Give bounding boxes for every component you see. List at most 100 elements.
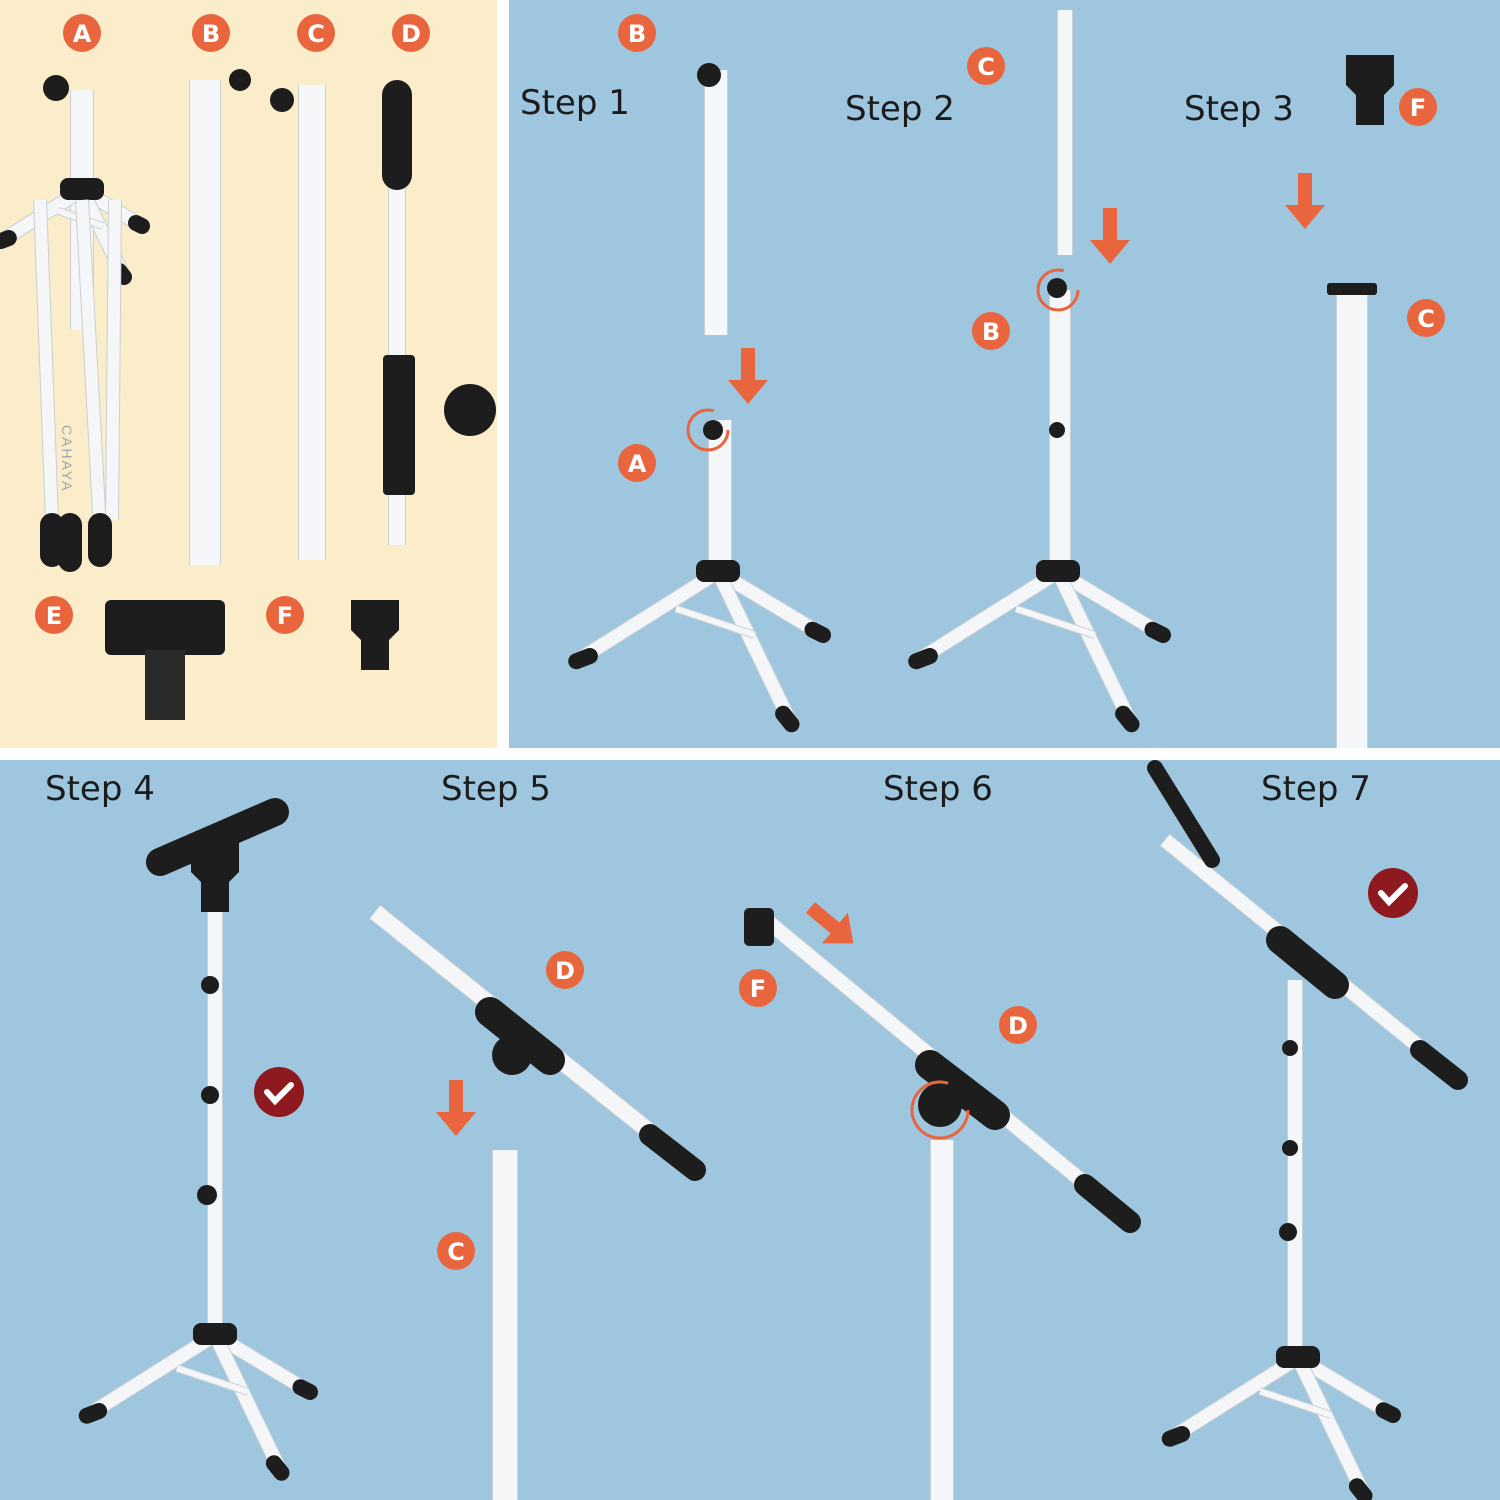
part-e-clip xyxy=(105,600,225,655)
step5-knob xyxy=(492,1035,532,1075)
part-badge-a: A xyxy=(63,14,101,52)
part-badge-d: D xyxy=(392,14,430,52)
badge-letter: D xyxy=(1008,1012,1028,1040)
checkmark-badge xyxy=(254,1067,304,1117)
step2-tripod-brace xyxy=(1015,605,1096,638)
step2-tripod-foot xyxy=(908,648,938,670)
step2-tripod-leg xyxy=(1052,569,1138,728)
badge-circle xyxy=(192,14,230,52)
knob xyxy=(703,420,723,440)
part-d-clamp xyxy=(383,355,415,495)
part-badge-f: F xyxy=(739,969,777,1007)
badge-letter: B xyxy=(628,20,646,48)
step7-grip xyxy=(1410,1040,1468,1090)
part-e-clip-stem xyxy=(145,650,185,720)
step-2-label: Step 2 xyxy=(845,89,955,129)
badge-circle xyxy=(967,47,1005,85)
knob xyxy=(697,63,721,87)
part-a-foot xyxy=(128,215,150,234)
step2-tripod-foot xyxy=(1115,705,1140,733)
step-7-label: Step 7 xyxy=(1261,769,1371,809)
step4-tripod-foot xyxy=(292,1379,318,1400)
knob xyxy=(1049,422,1065,438)
rotate-icon xyxy=(1036,268,1080,312)
badge-circle xyxy=(546,951,584,989)
step4-holder xyxy=(191,842,239,912)
step1-tripod-brace xyxy=(675,605,756,638)
knob xyxy=(43,75,69,101)
step2-tripod-foot xyxy=(1144,621,1171,643)
step1-tripod-leg xyxy=(572,566,722,667)
part-a-leg xyxy=(106,199,121,521)
badge-circle xyxy=(266,596,304,634)
step6-knob xyxy=(918,1083,962,1127)
step-6-label: Step 6 xyxy=(883,769,993,809)
step4-tripod-hub xyxy=(193,1323,237,1345)
part-badge-c: C xyxy=(1407,299,1445,337)
knob xyxy=(1282,1140,1298,1156)
badge-letter: C xyxy=(307,20,325,48)
step7-tripod-foot xyxy=(1161,1426,1191,1447)
badge-letter: D xyxy=(401,20,421,48)
badge-letter: E xyxy=(46,602,62,630)
step4-tripod-leg xyxy=(83,1329,219,1422)
step2-tripod-leg xyxy=(1054,566,1167,641)
step3-collar xyxy=(1327,283,1377,295)
step7-tripod-leg xyxy=(1292,1355,1371,1499)
step7-tripod-brace xyxy=(1259,1388,1333,1418)
badge-letter: A xyxy=(73,20,92,48)
badge-circle xyxy=(63,14,101,52)
knob xyxy=(229,69,251,91)
step4-tripod-foot xyxy=(78,1403,108,1424)
part-badge-b: B xyxy=(618,14,656,52)
step2-arrow-shape xyxy=(1090,208,1130,264)
step5-grip xyxy=(639,1124,706,1181)
badge-letter: A xyxy=(628,450,647,478)
step7-tripod-foot xyxy=(1375,1402,1401,1423)
step4-tripod-foot xyxy=(265,1455,290,1481)
rotate-icon xyxy=(910,1080,970,1140)
step6-boom-clamp xyxy=(915,1050,1010,1130)
step-1-label: Step 1 xyxy=(520,83,630,123)
part-a-foot xyxy=(0,230,17,249)
step5-arrow-shape xyxy=(436,1080,476,1136)
step1-tripod-leg xyxy=(714,566,827,641)
badge-letter: F xyxy=(1410,94,1426,122)
part-f-holder xyxy=(351,600,399,670)
badge-letter: F xyxy=(750,975,766,1003)
step6-arrow-shape xyxy=(805,902,854,944)
step5-boom-clamp xyxy=(475,997,565,1075)
badge-letter: D xyxy=(555,957,575,985)
step-4-label: Step 4 xyxy=(45,769,155,809)
badge-circle xyxy=(999,1006,1037,1044)
part-badge-c: C xyxy=(437,1232,475,1270)
step1-tripod-foot xyxy=(568,648,598,670)
badge-circle xyxy=(618,14,656,52)
knob xyxy=(201,976,219,994)
part-a-leg xyxy=(34,199,58,521)
part-badge-d: D xyxy=(546,951,584,989)
part-badge-d: D xyxy=(999,1006,1037,1044)
brand-logo: CAHAYA xyxy=(59,425,75,493)
part-badge-c: C xyxy=(297,14,335,52)
step-3-label: Step 3 xyxy=(1184,89,1294,129)
rotate-icon xyxy=(686,408,730,452)
part-badge-b: B xyxy=(192,14,230,52)
knob xyxy=(1279,1223,1297,1241)
step7-tripod-hub xyxy=(1276,1346,1320,1368)
step3-arrow-shape xyxy=(1285,173,1325,229)
badge-letter: C xyxy=(447,1238,465,1266)
step2-arrow xyxy=(1090,208,1130,264)
step3-arrow xyxy=(1285,173,1325,229)
steps-1-3-panel xyxy=(509,0,1500,748)
step1-tripod-leg xyxy=(712,569,798,728)
part-badge-f: F xyxy=(1399,88,1437,126)
knob xyxy=(1047,278,1067,298)
knob xyxy=(197,1185,217,1205)
step6-arrow xyxy=(805,902,854,944)
badge-letter: C xyxy=(977,53,995,81)
badge-circle xyxy=(437,1232,475,1270)
checkmark-icon xyxy=(1378,883,1408,907)
step4-microphone xyxy=(146,798,289,876)
